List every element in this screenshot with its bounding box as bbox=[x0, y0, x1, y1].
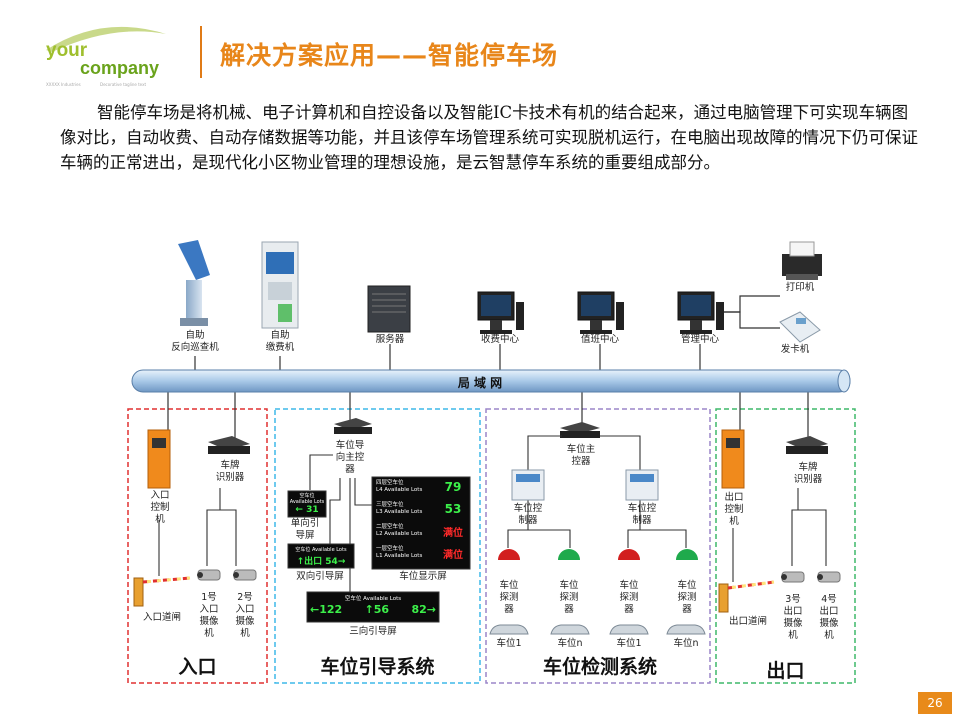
detector-4-label: 车位探测器 bbox=[677, 580, 697, 615]
car-label-2: 车位n bbox=[557, 638, 583, 649]
exit-controller-label: 出口控制机 bbox=[724, 492, 744, 527]
card-issuer-icon bbox=[779, 311, 821, 343]
title-divider bbox=[200, 26, 202, 78]
exit-section-title: 出口 bbox=[766, 660, 805, 682]
exit-camera-3-icon bbox=[781, 571, 805, 583]
exit-camera-4-icon bbox=[817, 571, 841, 583]
entry-gate-label: 入口道闸 bbox=[142, 612, 181, 623]
printer-label: 打印机 bbox=[785, 282, 815, 293]
exit-controller-icon bbox=[721, 429, 745, 489]
car-label-4: 车位n bbox=[673, 638, 699, 649]
logo-small-text-2: Decorative tagline text bbox=[100, 82, 147, 87]
entry-controller-icon bbox=[147, 429, 171, 489]
exit-gate-label: 出口道闸 bbox=[728, 616, 767, 627]
double-screen-label: 双向引导屏 bbox=[296, 571, 344, 582]
server-label: 服务器 bbox=[375, 334, 405, 345]
entry-plate-reader-label: 车牌识别器 bbox=[215, 460, 245, 483]
entry-camera-1-icon bbox=[197, 569, 221, 581]
toll-center-pc-icon bbox=[477, 291, 524, 334]
car-label-1: 车位1 bbox=[496, 638, 522, 649]
guide-main-ctrl-label: 车位导向主控器 bbox=[335, 440, 365, 475]
kiosk1-label: 自助反向巡查机 bbox=[171, 330, 219, 353]
detect-section-border bbox=[485, 408, 711, 684]
logo-small-text: XXXXX Industries bbox=[46, 82, 81, 87]
display-screen-label: 车位显示屏 bbox=[399, 571, 447, 582]
car-label-3: 车位1 bbox=[616, 638, 642, 649]
printer-icon bbox=[782, 241, 822, 280]
exit-cam3-label: 3号出口摄像机 bbox=[783, 594, 803, 641]
sub-ctrl-2-label: 车位控制器 bbox=[627, 503, 657, 526]
intro-paragraph: 智能停车场是将机械、电子计算机和自控设备以及智能IC卡技术有机的结合起来，通过电… bbox=[60, 103, 918, 172]
entry-plate-reader-icon bbox=[208, 436, 250, 454]
exit-plate-reader-label: 车牌识别器 bbox=[793, 462, 823, 485]
management-center-pc-icon bbox=[677, 291, 724, 334]
card-issuer-label: 发卡机 bbox=[780, 344, 810, 355]
logo-word-company: company bbox=[80, 58, 160, 78]
pc3-label: 管理中心 bbox=[680, 334, 719, 345]
payment-kiosk-icon bbox=[261, 241, 299, 329]
entry-camera-2-icon bbox=[233, 569, 257, 581]
entry-section-title: 入口 bbox=[178, 656, 217, 678]
pc1-label: 收费中心 bbox=[480, 334, 519, 345]
exit-section-border bbox=[715, 408, 856, 684]
logo-swoosh-icon bbox=[46, 26, 166, 52]
exit-cam4-label: 4号出口摄像机 bbox=[819, 594, 839, 641]
display-row-1-value: 79 bbox=[444, 480, 462, 494]
detect-section-title: 车位检测系统 bbox=[542, 656, 657, 678]
duty-center-pc-icon bbox=[577, 291, 624, 334]
triple-sign-header: 空车位 Available Lots bbox=[344, 596, 402, 602]
triple-guide-screen bbox=[306, 591, 440, 623]
kiosk2-label: 自助缴费机 bbox=[265, 330, 295, 353]
guide-main-controller-icon bbox=[334, 418, 372, 434]
car-icons bbox=[489, 624, 706, 635]
display-row-3-value: 满位 bbox=[443, 528, 463, 539]
reverse-lookup-kiosk-icon bbox=[178, 240, 210, 326]
entry-barrier-gate-icon bbox=[133, 576, 191, 607]
lot-display-screen bbox=[371, 476, 471, 570]
logo-word-your: your bbox=[46, 40, 88, 61]
server-icon bbox=[367, 285, 411, 333]
exit-plate-reader-icon bbox=[786, 436, 828, 454]
page-number: 26 bbox=[918, 692, 952, 714]
single-screen-label: 单向引导屏 bbox=[290, 518, 320, 541]
pc2-label: 值班中心 bbox=[580, 334, 619, 345]
single-guide-screen bbox=[287, 490, 327, 518]
detector-1-label: 车位探测器 bbox=[499, 580, 519, 615]
detect-sub-controller-2-icon bbox=[625, 469, 659, 501]
detect-main-controller-icon bbox=[560, 422, 600, 438]
double-guide-screen bbox=[287, 543, 355, 569]
exit-barrier-gate-icon bbox=[718, 580, 775, 613]
triple-screen-label: 三向引导屏 bbox=[349, 626, 397, 637]
detect-sub-controller-1-icon bbox=[511, 469, 545, 501]
detect-main-ctrl-label: 车位主控器 bbox=[566, 444, 596, 467]
detector-lamp-icons bbox=[498, 549, 698, 560]
entry-controller-label: 入口控制机 bbox=[150, 490, 170, 525]
entry-cam2-label: 2号入口摄像机 bbox=[235, 592, 255, 639]
guide-section-border bbox=[274, 408, 481, 684]
display-row-2-value: 53 bbox=[444, 502, 462, 516]
sub-ctrl-1-label: 车位控制器 bbox=[513, 503, 543, 526]
guide-section-title: 车位引导系统 bbox=[320, 656, 435, 678]
single-sign-value: ← 31 bbox=[295, 505, 319, 515]
detector-3-label: 车位探测器 bbox=[619, 580, 639, 615]
double-sign-header: 空车位 Available Lots bbox=[295, 547, 347, 553]
display-row-4-value: 满位 bbox=[443, 550, 463, 561]
detector-2-label: 车位探测器 bbox=[559, 580, 579, 615]
entry-section-border bbox=[127, 408, 268, 684]
page-title: 解决方案应用——智能停车场 bbox=[220, 41, 559, 70]
network-label: 局 域 网 bbox=[457, 376, 503, 390]
entry-cam1-label: 1号入口摄像机 bbox=[199, 592, 219, 639]
double-sign-values: ↑出口 54→ bbox=[296, 557, 346, 567]
